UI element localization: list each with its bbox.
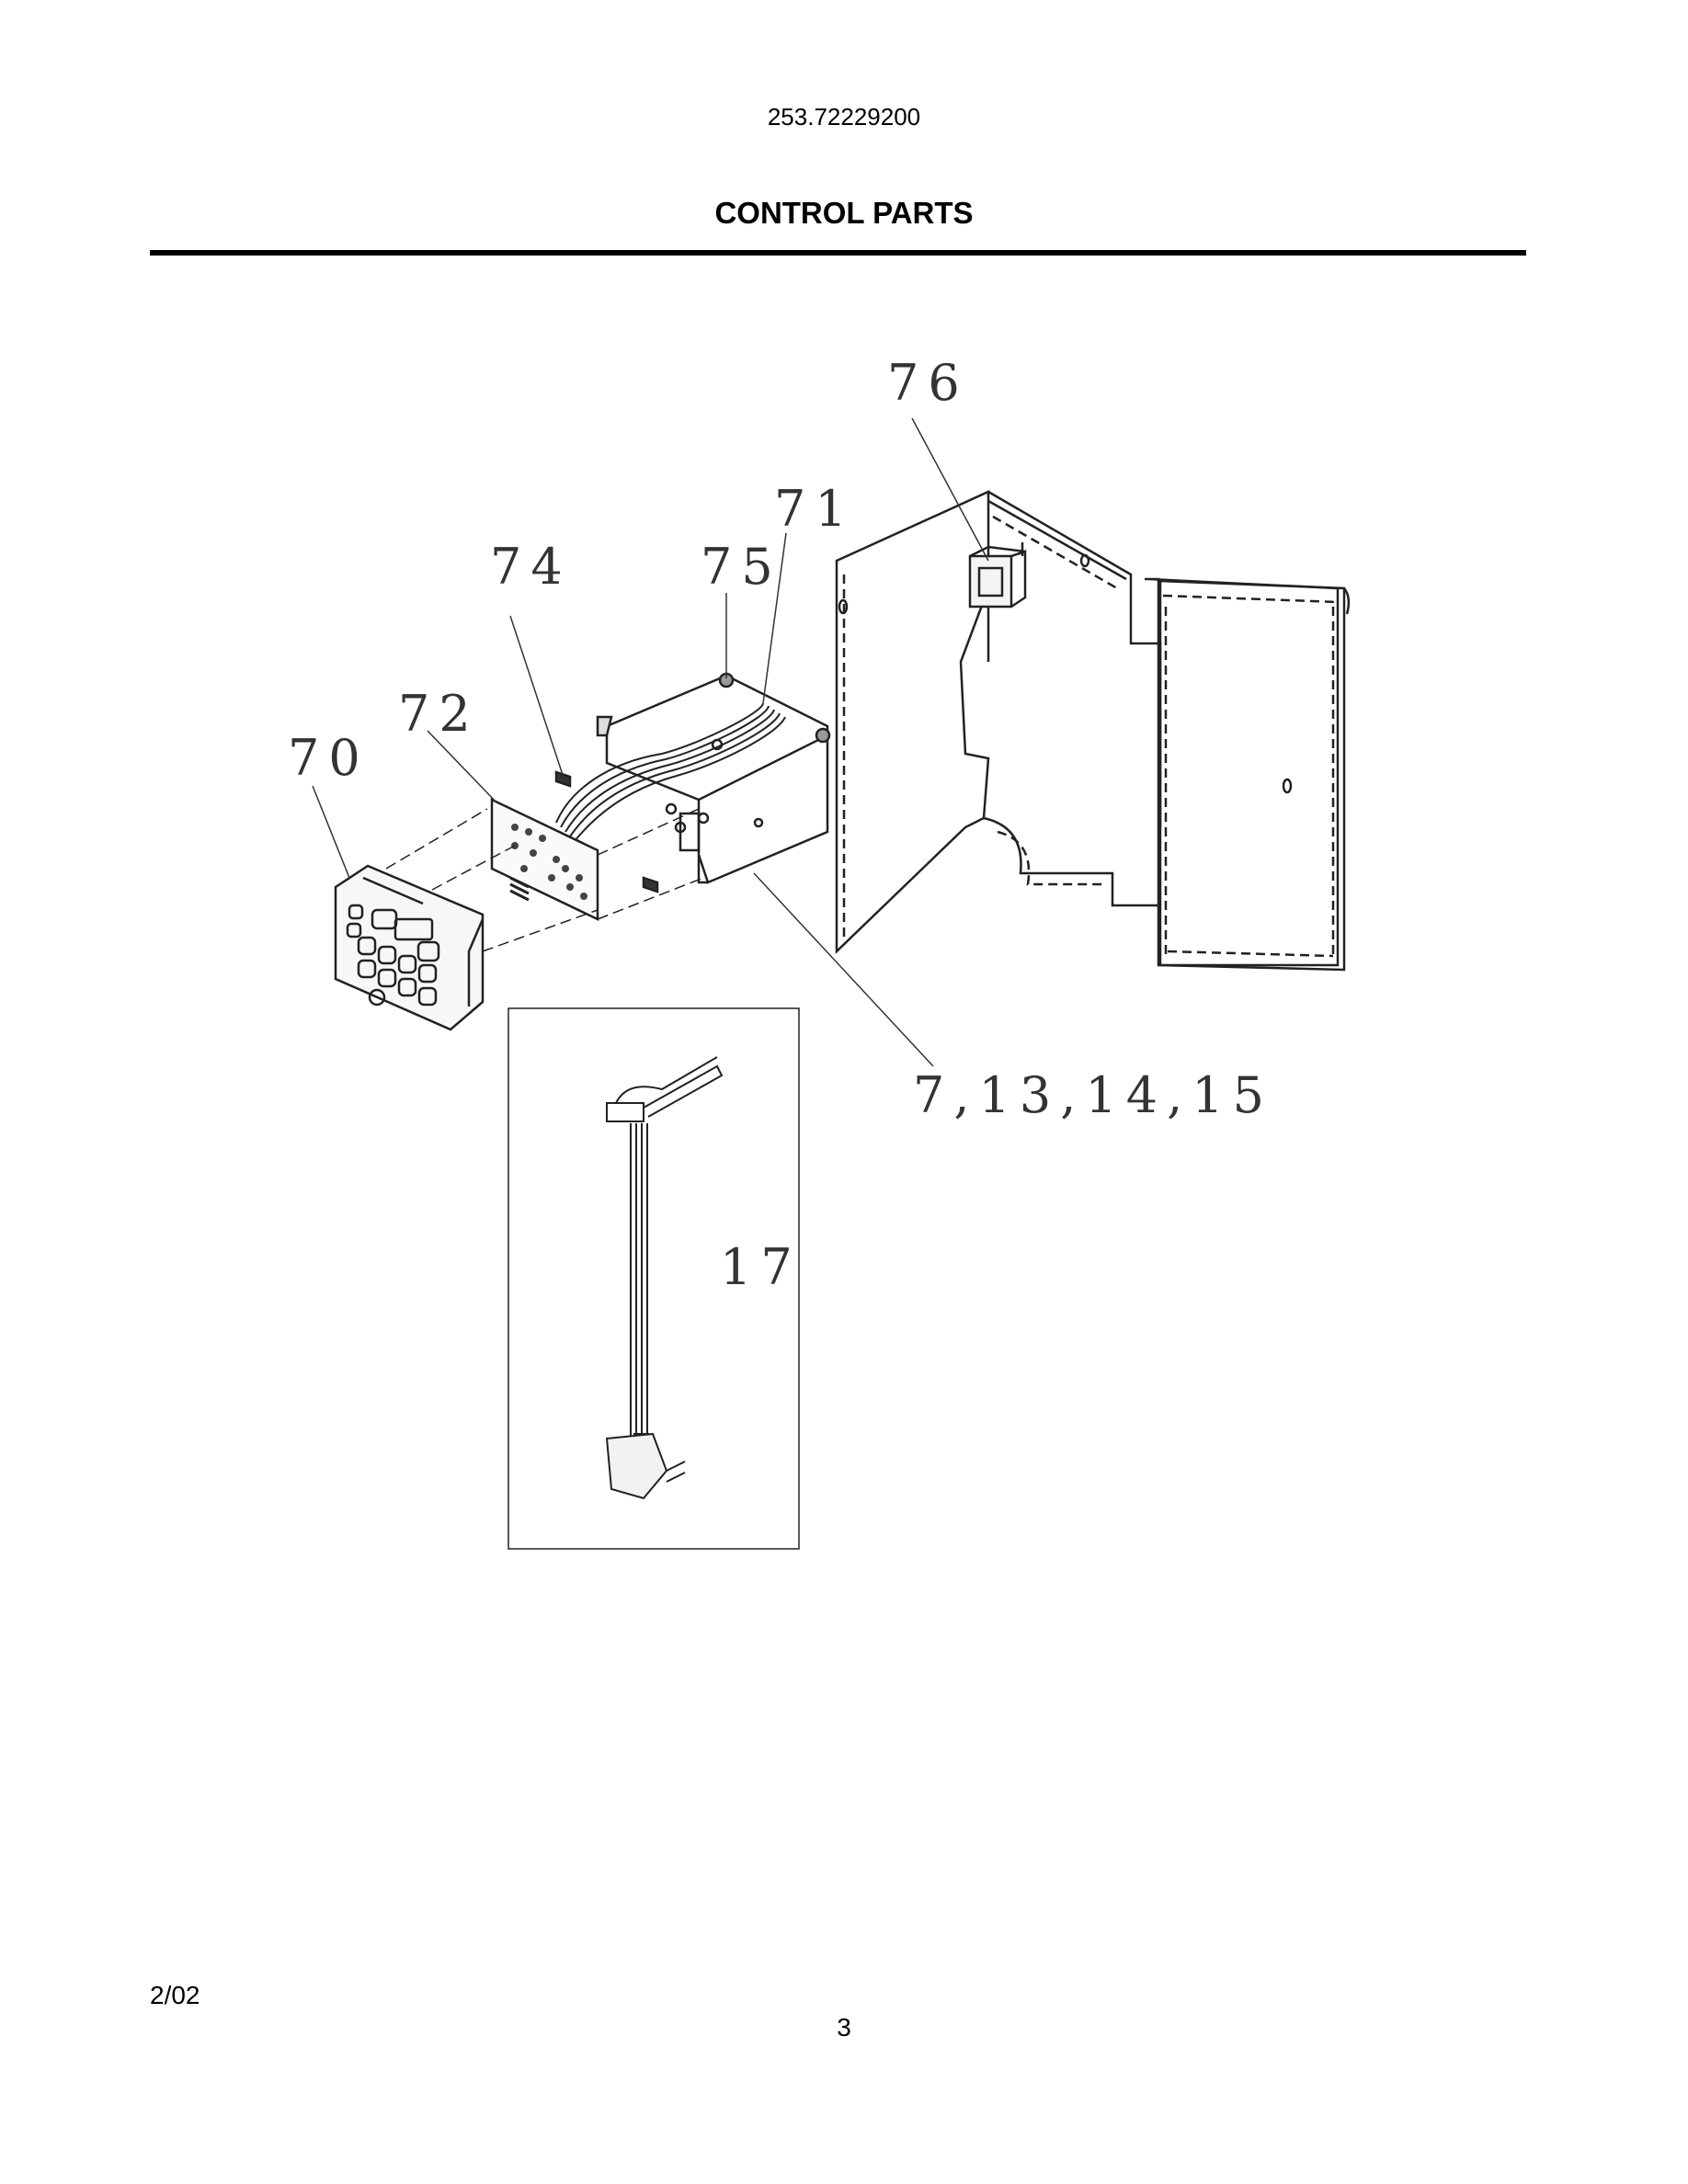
cabinet-housing — [835, 490, 1351, 972]
callout-72: 72 — [398, 685, 480, 743]
callout-76: 76 — [887, 354, 969, 412]
page-number: 3 — [837, 2013, 851, 2042]
callout-70: 70 — [288, 729, 370, 787]
leader-lines — [312, 417, 989, 1067]
keypad-cover — [334, 808, 704, 1031]
control-board — [490, 770, 659, 921]
date-code: 2/02 — [150, 1981, 200, 2009]
callout-7-13-14-15: 7,13,14,15 — [913, 1066, 1273, 1124]
callout-74: 74 — [490, 538, 572, 596]
control-box — [555, 672, 831, 884]
callout-71: 71 — [774, 480, 856, 538]
power-cord-inset — [508, 1007, 800, 1550]
section-title: CONTROL PARTS — [714, 196, 974, 230]
callout-75: 75 — [701, 538, 782, 596]
callout-17: 17 — [720, 1238, 802, 1296]
model-number: 253.72229200 — [767, 103, 921, 131]
title-rule — [150, 250, 1526, 256]
